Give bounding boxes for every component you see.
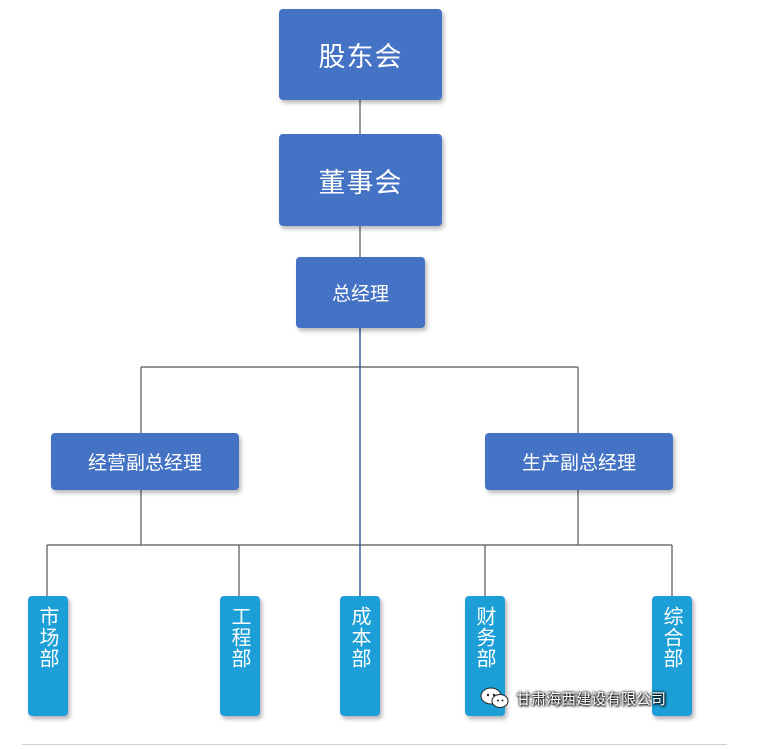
watermark-text: 甘肃海西建设有限公司: [516, 689, 667, 708]
vice-gm-production-node: 生产副总经理: [485, 433, 673, 490]
shareholders-label: 股东会: [318, 42, 403, 73]
shareholders-node: 股东会: [279, 9, 442, 100]
wechat-icon: [480, 687, 509, 708]
dept-finance-label: 财务部: [473, 606, 497, 669]
general-manager-node: 总经理: [296, 257, 425, 328]
watermark: 甘肃海西建设有限公司: [480, 684, 666, 712]
vice-gm-operations-node: 经营副总经理: [51, 433, 239, 490]
dept-engineering-label: 工程部: [228, 606, 252, 669]
board-node: 董事会: [279, 134, 442, 226]
board-label: 董事会: [318, 167, 403, 199]
vice-gm-operations-label: 经营副总经理: [87, 452, 202, 474]
general-manager-label: 总经理: [331, 283, 389, 305]
dept-market-label: 市场部: [36, 606, 60, 669]
bottom-divider: [22, 744, 727, 745]
dept-general-node: 综合部: [652, 596, 692, 716]
dept-engineering-node: 工程部: [220, 596, 260, 716]
dept-market-node: 市场部: [28, 596, 68, 716]
vice-gm-production-label: 生产副总经理: [521, 452, 636, 474]
dept-general-label: 综合部: [660, 606, 684, 669]
dept-cost-node: 成本部: [340, 596, 380, 716]
dept-cost-label: 成本部: [348, 606, 372, 669]
